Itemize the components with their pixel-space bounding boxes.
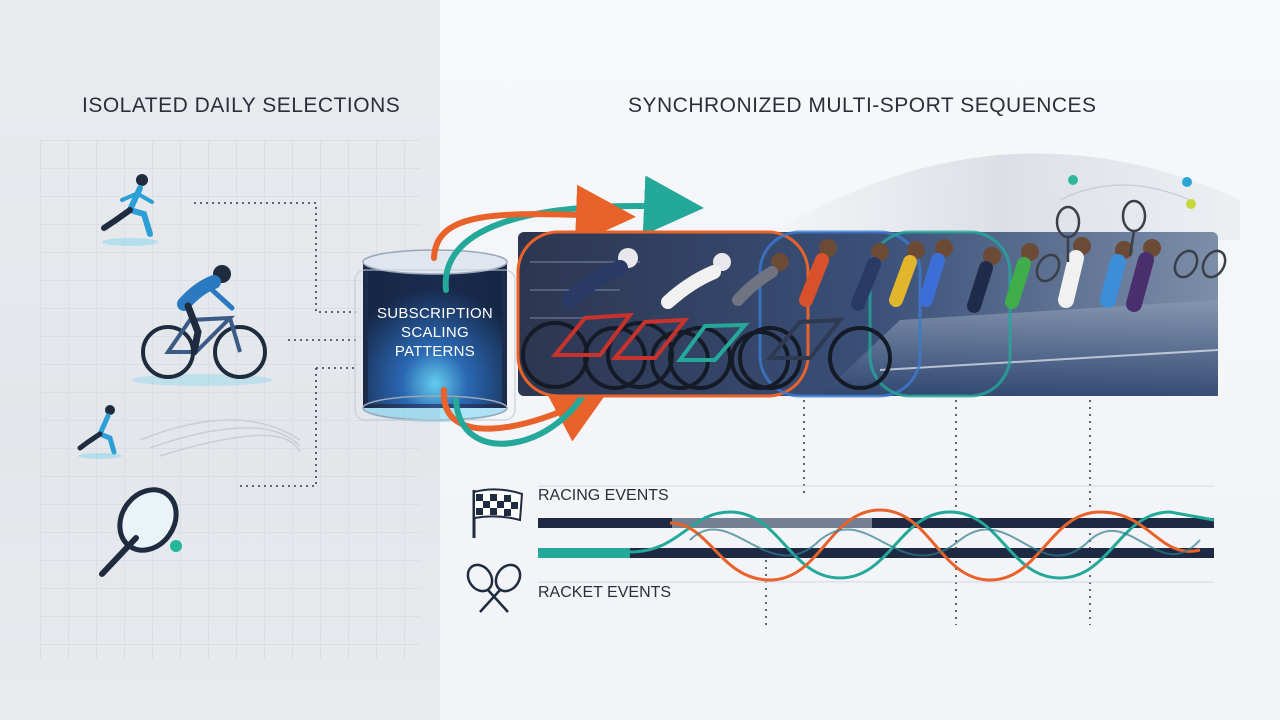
runner-icon — [77, 405, 122, 459]
crossed-rackets-icon — [466, 563, 522, 613]
hub-label-line: PATTERNS — [394, 343, 476, 360]
hub-label-line: SCALING — [401, 324, 469, 341]
racing-track — [538, 518, 1214, 528]
hub-cylinder — [354, 249, 516, 422]
runner-icon — [101, 174, 158, 246]
legend-racing-label: RACING EVENTS — [538, 487, 669, 504]
tennis-balls — [1059, 175, 1196, 209]
timeline — [538, 485, 1215, 583]
connector-lines — [194, 202, 356, 487]
racing-wave — [669, 508, 1201, 582]
tennis-racket-icon — [99, 487, 182, 577]
racket-track — [538, 548, 1214, 558]
cyclist-icon — [132, 265, 272, 386]
checkered-flag-icon — [472, 488, 524, 538]
cyclist-figures — [521, 312, 892, 390]
sync-guides — [765, 400, 1091, 625]
hub-label: SUBSCRIPTION SCALING PATTERNS — [362, 304, 508, 361]
athlete-silhouettes — [562, 237, 1161, 313]
flow-arrows — [431, 175, 704, 447]
athlete-sequence-strip — [516, 230, 1219, 398]
left-section-title: ISOLATED DAILY SELECTIONS — [82, 94, 401, 117]
hub-label-line: SUBSCRIPTION — [376, 305, 494, 322]
right-section-title: SYNCHRONIZED MULTI-SPORT SEQUENCES — [628, 94, 1097, 117]
raised-rackets — [1035, 199, 1227, 283]
background-arc — [760, 153, 1240, 240]
legend-racket-label: RACKET EVENTS — [538, 584, 672, 601]
racket-wave — [629, 510, 1215, 580]
motion-lines — [139, 419, 301, 457]
